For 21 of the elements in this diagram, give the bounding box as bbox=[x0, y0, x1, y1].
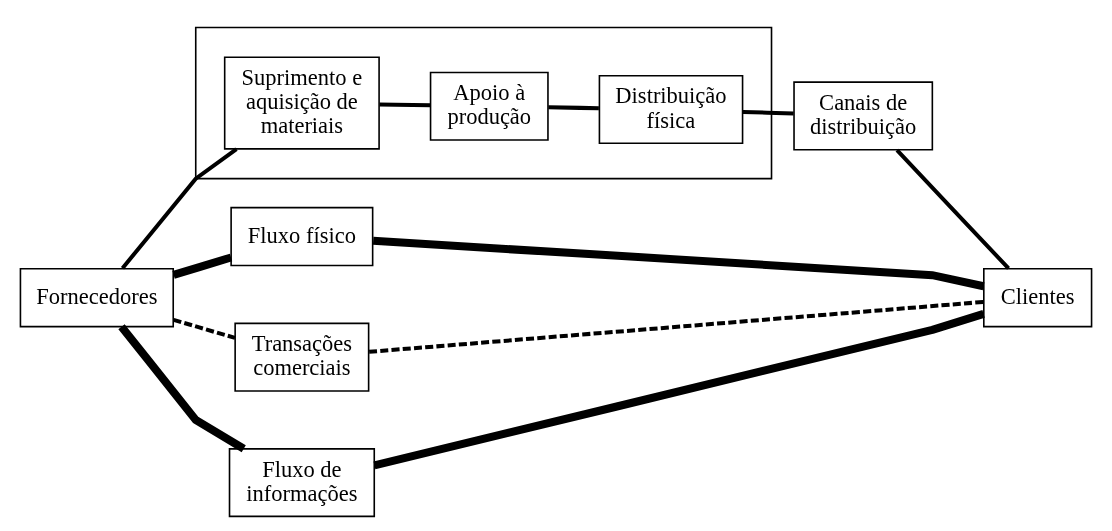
connector bbox=[373, 310, 985, 470]
connector bbox=[173, 317, 236, 340]
cluster bbox=[194, 26, 773, 180]
node-box: Apoio à produção bbox=[429, 71, 549, 141]
connector bbox=[895, 148, 1010, 270]
node-box: Fornecedores bbox=[19, 267, 175, 328]
connector bbox=[742, 109, 794, 116]
node-box: Canais de distribuição bbox=[793, 81, 934, 151]
connector bbox=[379, 102, 431, 108]
node-box: Clientes bbox=[983, 267, 1093, 328]
node-box: Distribuição física bbox=[598, 74, 744, 145]
connector bbox=[172, 253, 233, 279]
connector bbox=[372, 236, 985, 291]
connector bbox=[120, 147, 238, 270]
node-box: Transações comerciais bbox=[234, 322, 370, 392]
node-box: Fluxo físico bbox=[230, 206, 374, 267]
connector bbox=[369, 299, 984, 354]
connector bbox=[118, 324, 246, 453]
node-box: Suprimento e aquisição de materiais bbox=[223, 56, 380, 150]
connector bbox=[548, 105, 599, 111]
node-box: Fluxo de informações bbox=[228, 448, 376, 518]
